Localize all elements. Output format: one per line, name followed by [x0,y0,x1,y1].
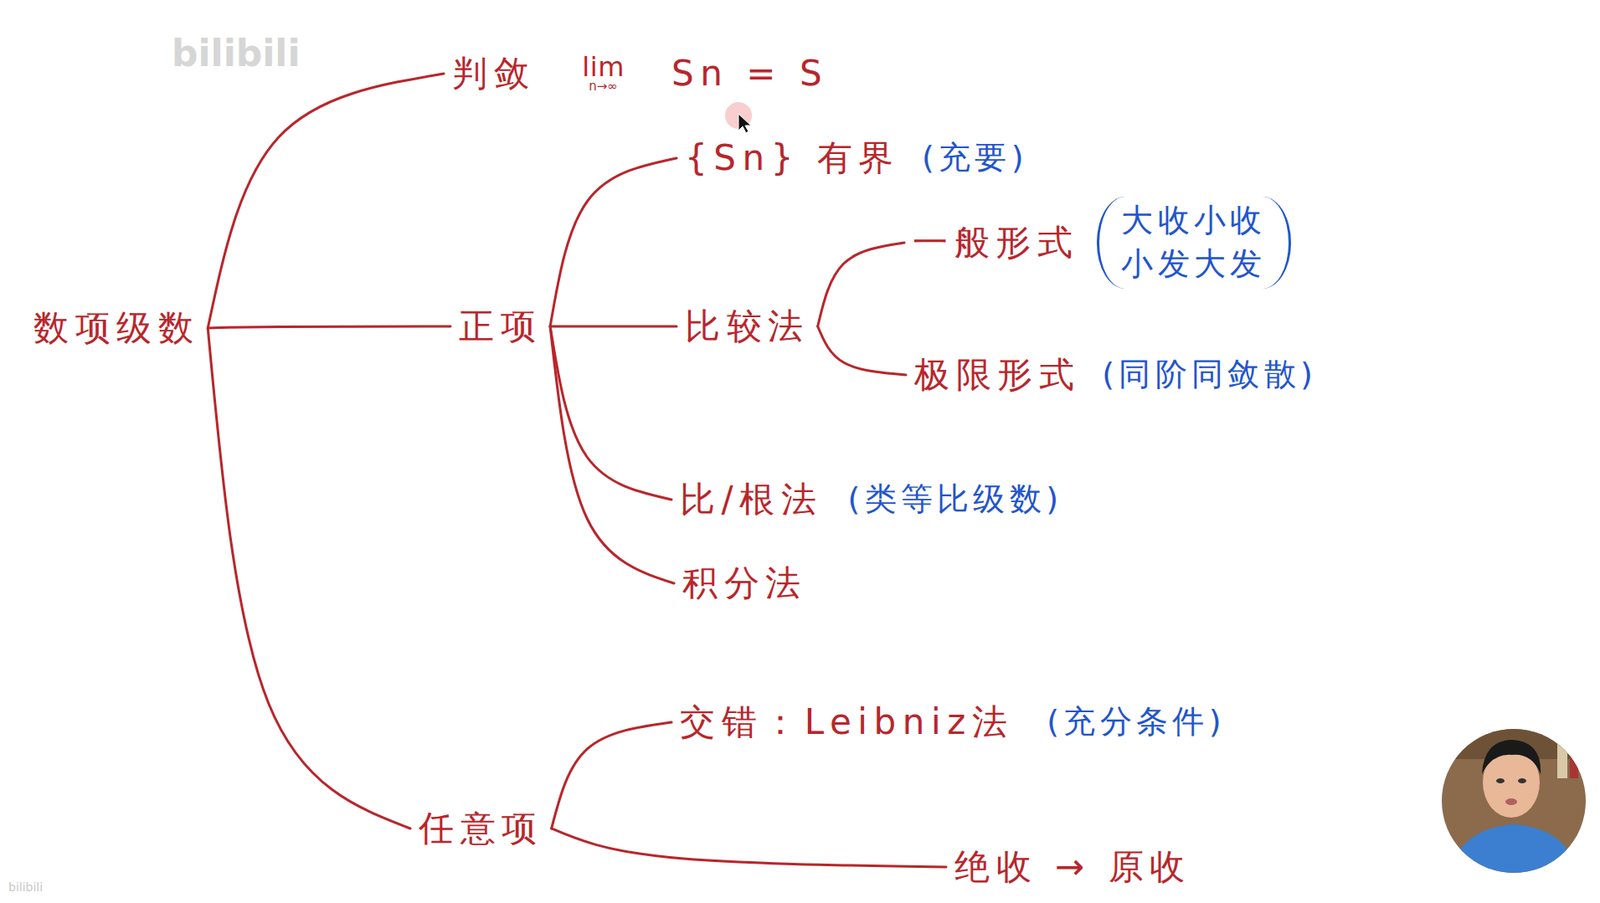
branch-line [818,326,906,376]
mouth [1505,798,1518,806]
text-group: (充要) [921,138,1029,178]
branch-line [551,828,947,868]
branch-label: 任意项 [418,807,544,850]
branch-label: 比较法 [684,305,810,348]
mindmap-node: 交错：Leibniz法 (充分条件) [679,701,1226,744]
text-group: limn→∞ [581,53,625,93]
text-group: {Sn} 有界 [684,137,901,180]
eye [1517,778,1527,784]
branch-line [207,326,451,329]
note-text: 小发大发 [1121,245,1266,284]
text-group: 判敛 [452,52,536,95]
branch-line [207,73,444,329]
text-group: 一般形式 [912,221,1079,264]
text-group: 极限形式 [914,354,1081,397]
branch-line [550,326,674,584]
watermark: bilibili [8,880,43,895]
note-text: (充要) [921,138,1029,178]
text-group: 绝收 → 原收 [954,846,1192,889]
note-text: n→∞ [588,80,618,93]
branch-label: {Sn} 有界 [684,137,901,180]
text-group: (同阶同敛散) [1101,355,1318,395]
text-group: 比/根法 [679,478,823,521]
branch-label: 正项 [458,305,542,348]
book [1557,736,1568,779]
branch-label: 绝收 → 原收 [954,846,1192,889]
mindmap-node: 数项级数 [33,307,200,350]
text-group: Sn = S [671,52,829,95]
shirt [1448,824,1580,880]
branch-line [818,242,905,327]
eye [1496,778,1505,784]
branch-label: 交错：Leibniz法 [679,701,1014,744]
note-text: (同阶同敛散) [1101,355,1318,395]
text-group: 积分法 [682,562,808,605]
text-group: 正项 [458,305,542,348]
note-text: Sn = S [671,52,829,95]
text-group: 比较法 [684,305,810,348]
mindmap-node: 绝收 → 原收 [954,846,1192,889]
mindmap-node: 正项 [458,305,542,348]
cursor-arrow [738,113,752,134]
branch-label: 极限形式 [914,354,1081,397]
branch-label: 比/根法 [679,478,823,521]
text-group: (类等比级数) [847,480,1063,520]
note-text: (充分条件) [1046,703,1226,742]
mindmap-node: 一般形式大收小收小发大发 [912,196,1292,289]
note-text: (类等比级数) [847,480,1063,520]
note-text: lim [581,53,625,81]
branch-line [550,326,672,500]
note-text: 大收小收 [1121,201,1266,241]
branch-label: 判敛 [452,52,536,95]
mindmap-node: 极限形式 (同阶同敛散) [914,354,1318,397]
branch-line [550,324,677,328]
text-group: 交错：Leibniz法 [679,701,1014,744]
mindmap-node: 比/根法 (类等比级数) [679,478,1063,521]
hair [1481,740,1541,775]
mouse-cursor [725,102,752,134]
book [1569,740,1579,779]
text-group: (充分条件) [1046,703,1226,742]
branch-line [207,328,411,829]
mindmap-node: 任意项 [418,807,544,850]
branch-label: 积分法 [682,562,808,605]
watermark: bilibili [171,31,300,75]
mindmap-node: 判敛 limn→∞ Sn = S [452,52,829,95]
branch-line [550,158,677,327]
mindmap-node: 比较法 [684,305,810,348]
text-group: 数项级数 [33,307,200,350]
branch-label: 数项级数 [33,307,200,350]
text-group: 任意项 [418,807,544,850]
webcam-overlay [1438,725,1590,880]
bracket-group: 大收小收小发大发 [1096,196,1291,289]
branch-label: 一般形式 [912,221,1079,264]
mindmap-node: {Sn} 有界 (充要) [684,137,1029,180]
mindmap-node: 积分法 [682,562,808,605]
branch-line [551,722,672,829]
